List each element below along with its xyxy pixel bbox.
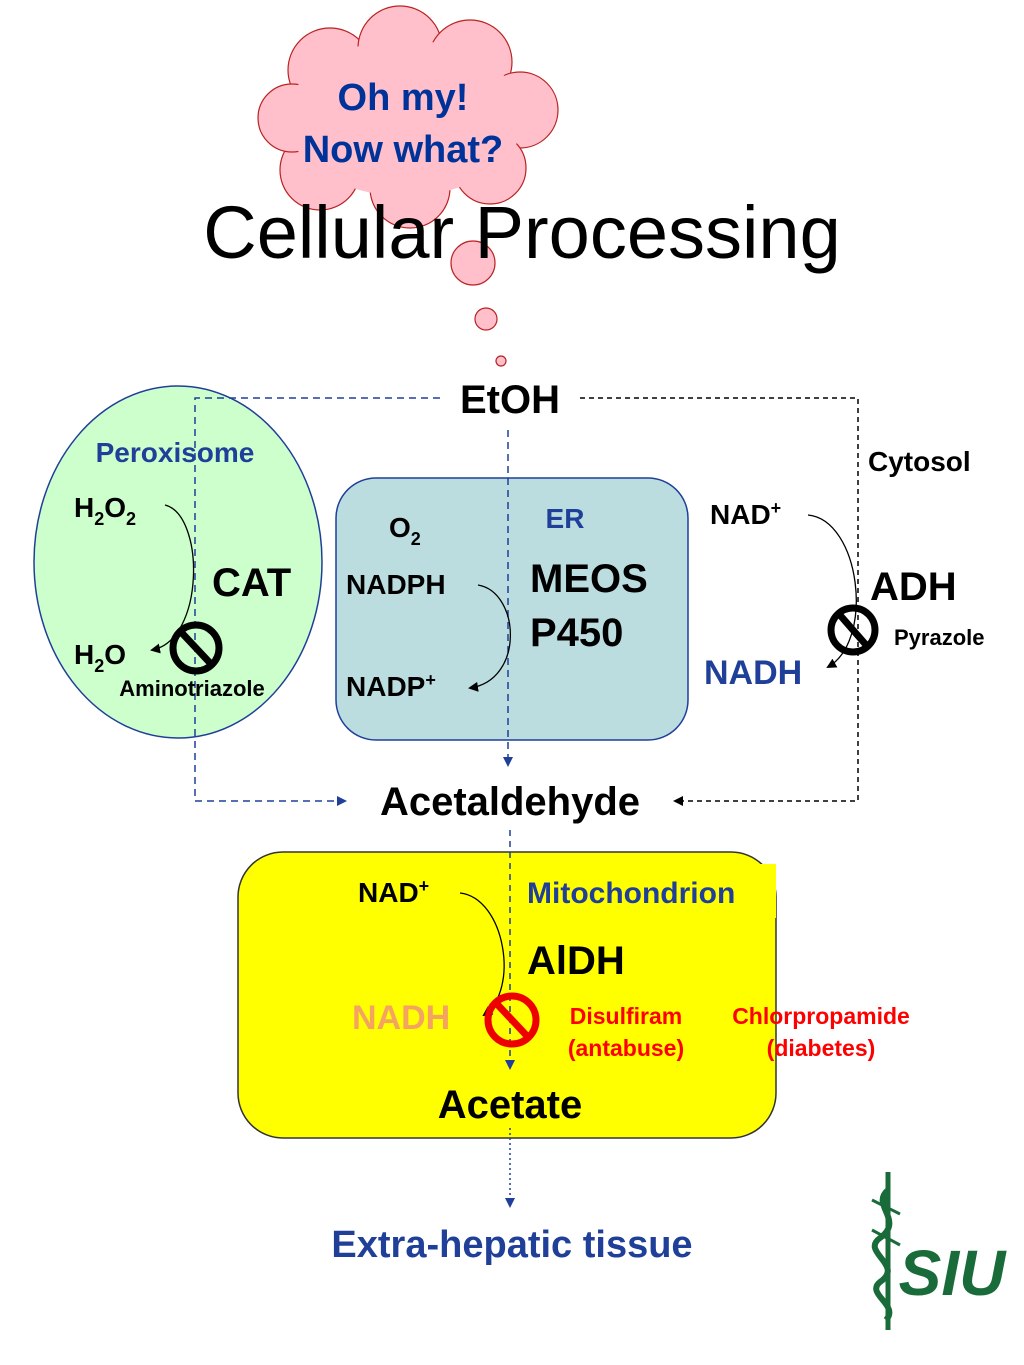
destination-label: Extra-hepatic tissue [331,1224,692,1266]
er-oxygen: O2 [389,512,421,549]
bubble-line-1: Oh my! [338,77,469,119]
cytosol-label: Cytosol [868,446,971,477]
er-cofactor-out: NADP+ [346,670,436,702]
mitochondrion-label-box [518,864,776,918]
page-title: Cellular Processing [203,191,841,274]
siu-logo-icon: SIU [871,1172,1007,1330]
peroxisome-label: Peroxisome [96,437,255,468]
thought-bubble [257,5,559,367]
peroxisome-compartment [33,385,323,739]
mito-inhibitor-1-line-2: (antabuse) [568,1035,684,1061]
substrate-etoh: EtOH [460,378,560,422]
er-compartment [335,477,689,741]
peroxisome-reactant: H2O2 [74,492,136,529]
er-cofactor-in: NADPH [346,569,446,600]
er-enzyme-line-1: MEOS [530,557,648,601]
no-symbol-icon [169,621,223,675]
mito-inhibitor-2-line-2: (diabetes) [767,1035,876,1061]
er-label: ER [546,503,585,534]
cytosol-cofactor-out: NADH [704,654,802,692]
er-enzyme-line-2: P450 [530,611,623,655]
mito-cofactor-out: NADH [352,999,450,1037]
mito-enzyme: AlDH [527,939,625,983]
cytosol-enzyme: ADH [870,565,957,609]
cytosol-cofactor-in: NAD+ [710,498,781,530]
product-acetate: Acetate [438,1083,583,1127]
mito-cofactor-in: NAD+ [358,876,429,908]
cytosol-inhibitor: Pyrazole [894,625,985,650]
mito-inhibitor-1-line-1: Disulfiram [570,1003,682,1029]
no-symbol-icon [827,604,879,656]
peroxisome-inhibitor: Aminotriazole [119,676,264,701]
intermediate-acetaldehyde: Acetaldehyde [380,780,640,824]
pathway-lines [194,397,859,1208]
mitochondrion-label: Mitochondrion [527,877,735,910]
peroxisome-enzyme: CAT [212,561,291,605]
peroxisome-product: H2O [74,639,126,676]
logo-text: SIU [899,1237,1007,1309]
no-symbol-icon [484,992,540,1048]
mito-inhibitor-2-line-1: Chlorpropamide [732,1003,910,1029]
bubble-line-2: Now what? [303,129,504,171]
